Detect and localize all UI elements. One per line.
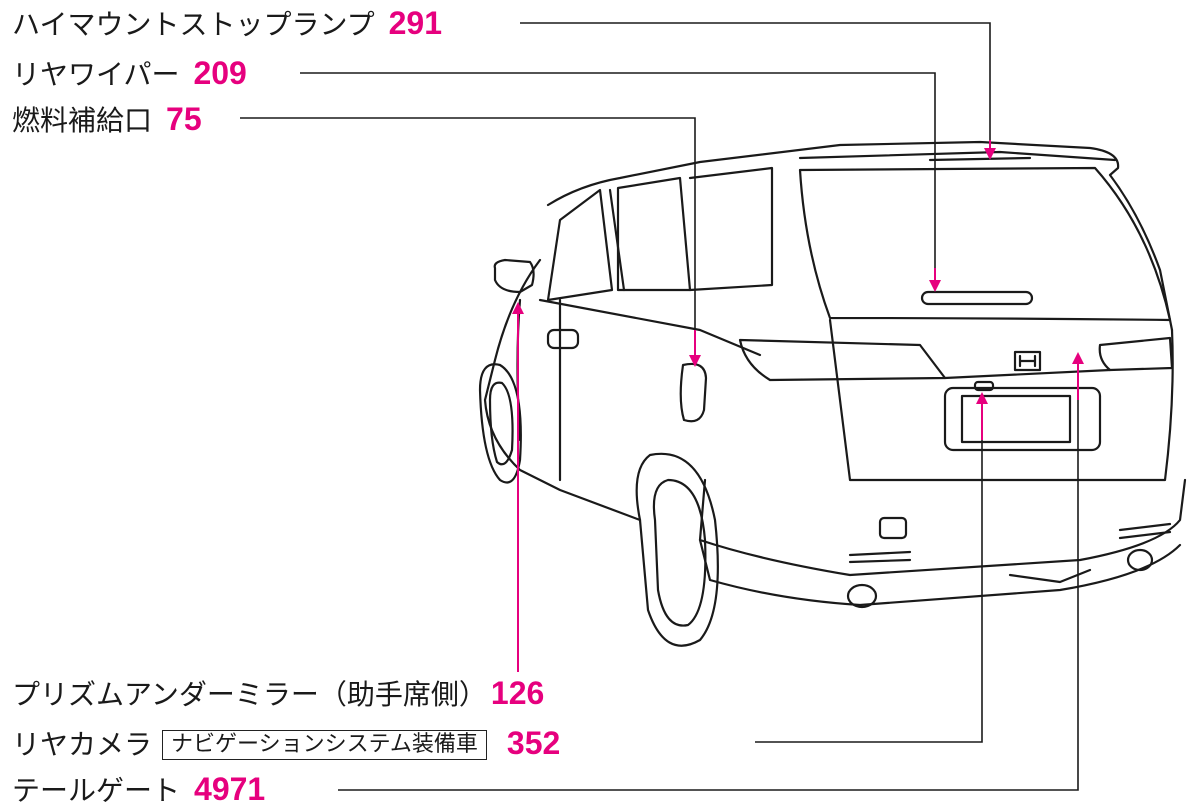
- emblem: [1015, 352, 1040, 370]
- high-mount-stop-lamp-label: ハイマウントストップランプ: [12, 8, 375, 41]
- callout-fuel-filler: 燃料補給口 75: [12, 102, 202, 138]
- rear-window: [800, 168, 1170, 320]
- fuel-filler-page[interactable]: 75: [166, 101, 202, 137]
- callout-prism-under-mirror: プリズムアンダーミラー（助手席側）126: [12, 676, 544, 712]
- tailgate-label: テールゲート: [12, 774, 180, 807]
- callout-high-mount-stop-lamp: ハイマウントストップランプ 291: [12, 6, 442, 42]
- callout-tailgate: テールゲート 4971: [12, 772, 265, 808]
- fuel-door-drawing: [681, 364, 706, 421]
- rear-wiper-page[interactable]: 209: [193, 55, 246, 91]
- callout-rear-wiper: リヤワイパー 209: [12, 56, 247, 92]
- tail-lamp-left: [740, 340, 945, 380]
- tail-lamp-right: [1100, 338, 1172, 370]
- leader-lines: [240, 23, 1078, 790]
- arrowhead-tailgate: [1072, 352, 1084, 364]
- license-plate-recess: [945, 388, 1100, 450]
- high-mount-stop-lamp-page[interactable]: 291: [389, 5, 442, 41]
- prism-under-mirror-label: プリズムアンダーミラー（助手席側）: [12, 678, 487, 711]
- exhaust-left: [848, 585, 876, 607]
- side-body: [485, 260, 640, 520]
- rear-bumper: [700, 480, 1185, 575]
- arrowhead-wiper: [929, 280, 941, 292]
- side-window-front: [548, 190, 612, 300]
- arrowhead-camera: [976, 392, 988, 404]
- tailgate-page[interactable]: 4971: [194, 771, 265, 807]
- side-window-rear: [618, 178, 690, 290]
- rear-wiper-label: リヤワイパー: [12, 58, 179, 91]
- rear-camera-page[interactable]: 352: [507, 725, 560, 761]
- rear-camera-option-note: ナビゲーションシステム装備車: [162, 730, 487, 760]
- exhaust-right: [1128, 550, 1152, 570]
- prism-under-mirror-page[interactable]: 126: [491, 675, 544, 711]
- callout-rear-camera: リヤカメラナビゲーションシステム装備車 352: [12, 726, 560, 762]
- rear-wiper-drawing: [922, 292, 1032, 304]
- rear-camera-label: リヤカメラ: [12, 728, 152, 761]
- fuel-filler-label: 燃料補給口: [12, 104, 152, 137]
- arrowheads: [512, 148, 1084, 404]
- side-mirror: [495, 260, 534, 292]
